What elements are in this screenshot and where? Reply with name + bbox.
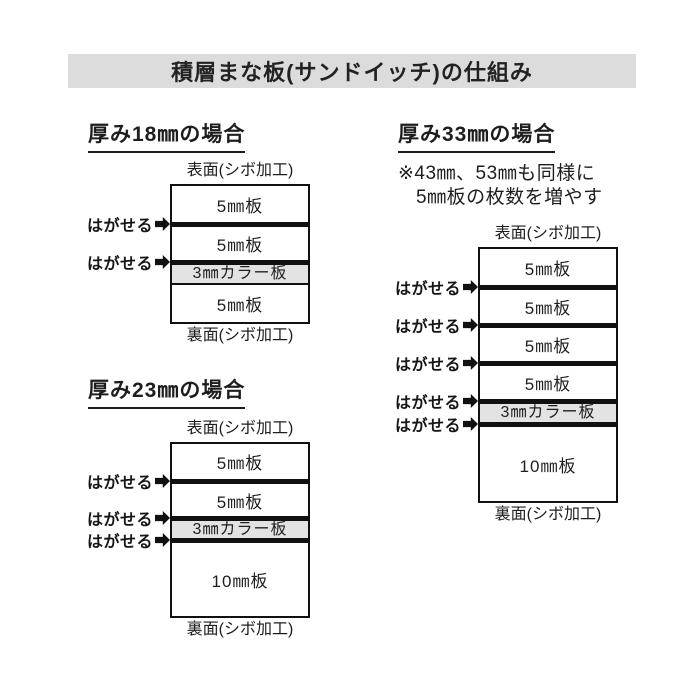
peel-text: はがせる (394, 281, 461, 298)
peel-divider (172, 538, 308, 543)
layer-5mm: 5㎜板 (524, 259, 572, 279)
diagram-23mm-title: 厚み23㎜の場合 (88, 374, 246, 409)
peel-divider (480, 361, 616, 366)
diagram-18mm-stack: 5㎜板 5㎜板 3㎜カラー板 5㎜板 (170, 184, 310, 324)
peel-text: はがせる (86, 512, 153, 529)
diagram-18mm-title: 厚み18㎜の場合 (88, 118, 246, 153)
peel-text: はがせる (394, 418, 461, 435)
layer-10mm: 10㎜板 (211, 572, 269, 591)
right-arrow-icon (155, 533, 170, 547)
page-title-banner: 積層まな板(サンドイッチ)の仕組み (68, 54, 636, 88)
right-arrow-icon (463, 318, 478, 332)
layer-5mm: 5㎜板 (524, 337, 572, 356)
peel-text: はがせる (86, 534, 153, 551)
layer-5mm: 5㎜板 (524, 375, 572, 394)
page-title: 積層まな板(サンドイッチ)の仕組み (171, 60, 533, 85)
diagram-33mm-title: 厚み33㎜の場合 (398, 118, 556, 153)
right-arrow-icon (463, 417, 478, 431)
diagram-18mm-front-label: 表面(シボ加工) (186, 162, 294, 179)
right-arrow-icon (155, 474, 170, 488)
diagram-33mm-note: ※43㎜、53㎜も同様に 5㎜板の枚数を増やす (398, 162, 603, 210)
layer-3mm-color: 3㎜カラー板 (172, 265, 308, 283)
right-arrow-icon (155, 511, 170, 525)
layer-5mm: 5㎜板 (216, 236, 264, 255)
right-arrow-icon (463, 394, 478, 408)
layer-5mm: 5㎜板 (216, 296, 264, 315)
peel-label: はがせる (76, 530, 170, 551)
peel-text: はがせる (394, 319, 461, 336)
layer-3mm-color: 3㎜カラー板 (480, 404, 616, 422)
peel-label: はがせる (76, 252, 170, 273)
peel-divider (480, 422, 616, 427)
peel-divider (480, 323, 616, 328)
peel-text: はがせる (86, 256, 153, 273)
peel-label: はがせる (384, 353, 478, 374)
peel-text: はがせる (86, 218, 153, 235)
diagram-23mm-front-label: 表面(シボ加工) (186, 420, 294, 437)
diagram-18mm-back-label: 裏面(シボ加工) (186, 327, 294, 344)
peel-label: はがせる (384, 391, 478, 412)
layer-5mm: 5㎜板 (216, 454, 264, 473)
peel-text: はがせる (86, 475, 153, 492)
peel-divider (172, 260, 308, 265)
diagram-33mm-front-label: 表面(シボ加工) (494, 225, 602, 242)
peel-divider (480, 285, 616, 290)
peel-text: はがせる (394, 395, 461, 412)
peel-label: はがせる (384, 414, 478, 435)
right-arrow-icon (155, 217, 170, 231)
peel-divider (172, 222, 308, 227)
peel-label: はがせる (76, 471, 170, 492)
diagram-33mm-stack: 5㎜板 5㎜板 5㎜板 5㎜板 3㎜カラー板 10㎜板 (478, 247, 618, 503)
right-arrow-icon (463, 280, 478, 294)
note-line-2: 5㎜板の枚数を増やす (416, 187, 603, 208)
layer-5mm: 5㎜板 (216, 492, 264, 512)
layer-3mm-color: 3㎜カラー板 (172, 521, 308, 538)
diagram-23mm-back-label: 裏面(シボ加工) (186, 621, 294, 638)
right-arrow-icon (463, 356, 478, 370)
note-line-1: ※43㎜、53㎜も同様に (398, 163, 596, 184)
peel-divider (172, 516, 308, 521)
peel-label: はがせる (384, 277, 478, 298)
diagram-33mm-back-label: 裏面(シボ加工) (494, 506, 602, 523)
peel-text: はがせる (394, 357, 461, 374)
peel-label: はがせる (76, 214, 170, 235)
peel-label: はがせる (76, 508, 170, 529)
diagram-23mm-stack: 5㎜板 5㎜板 3㎜カラー板 10㎜板 (170, 442, 310, 618)
peel-divider (172, 479, 308, 484)
layer-5mm: 5㎜板 (216, 196, 264, 216)
peel-divider (480, 399, 616, 404)
peel-label: はがせる (384, 315, 478, 336)
right-arrow-icon (155, 255, 170, 269)
glue-divider (172, 283, 308, 285)
layer-10mm: 10㎜板 (519, 456, 577, 476)
layer-5mm: 5㎜板 (524, 299, 572, 318)
